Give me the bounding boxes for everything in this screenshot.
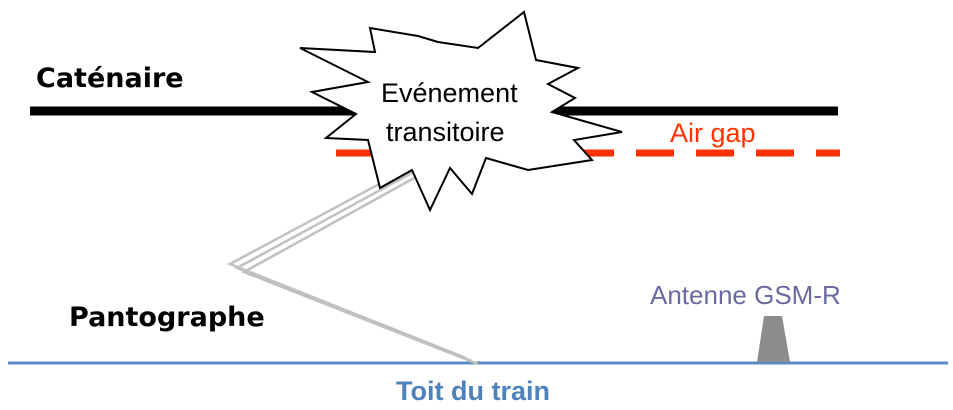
- event-label-line2: transitoire: [386, 117, 505, 147]
- pantograph-label: Pantographe: [69, 302, 265, 333]
- catenary-label: Caténaire: [36, 63, 184, 94]
- transient-event-burst: [299, 10, 623, 213]
- train-roof-label: Toit du train: [396, 376, 550, 406]
- air-gap-label: Air gap: [670, 118, 756, 148]
- gsm-r-antenna: [757, 316, 790, 362]
- pantograph-arms: [227, 158, 479, 366]
- event-label-line1: Evénement: [381, 78, 518, 108]
- antenna-label: Antenne GSM-R: [650, 280, 841, 310]
